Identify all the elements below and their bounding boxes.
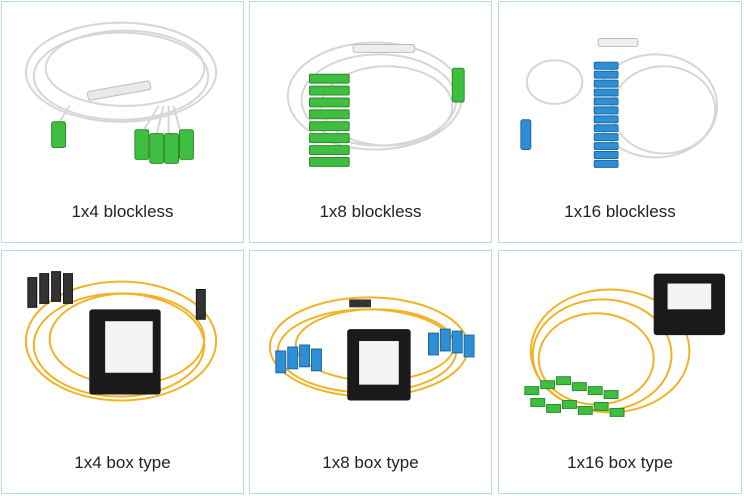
product-card-1x4-blockless[interactable]: 1x4 blockless [1,1,244,243]
product-card-1x8-box-type[interactable]: 1x8 box type [249,250,492,494]
product-caption: 1x8 box type [322,453,419,472]
product-caption: 1x16 box type [567,453,673,472]
product-caption: 1x16 blockless [564,202,676,221]
product-photo-1x8-blockless [258,10,483,182]
product-caption: 1x4 blockless [71,202,174,221]
product-caption: 1x8 blockless [319,202,422,221]
product-card-1x4-box-type[interactable]: 1x4 box type [1,250,244,494]
product-photo-1x16-box-type [507,259,733,431]
product-photo-1x4-box-type [10,259,235,431]
product-photo-1x8-box-type [258,259,483,431]
product-card-1x8-blockless[interactable]: 1x8 blockless [249,1,492,243]
product-photo-1x16-blockless [507,10,733,182]
product-card-1x16-blockless[interactable]: 1x16 blockless [498,1,742,243]
product-caption: 1x4 box type [74,453,171,472]
product-photo-1x4-blockless [10,10,235,182]
product-card-1x16-box-type[interactable]: 1x16 box type [498,250,742,494]
